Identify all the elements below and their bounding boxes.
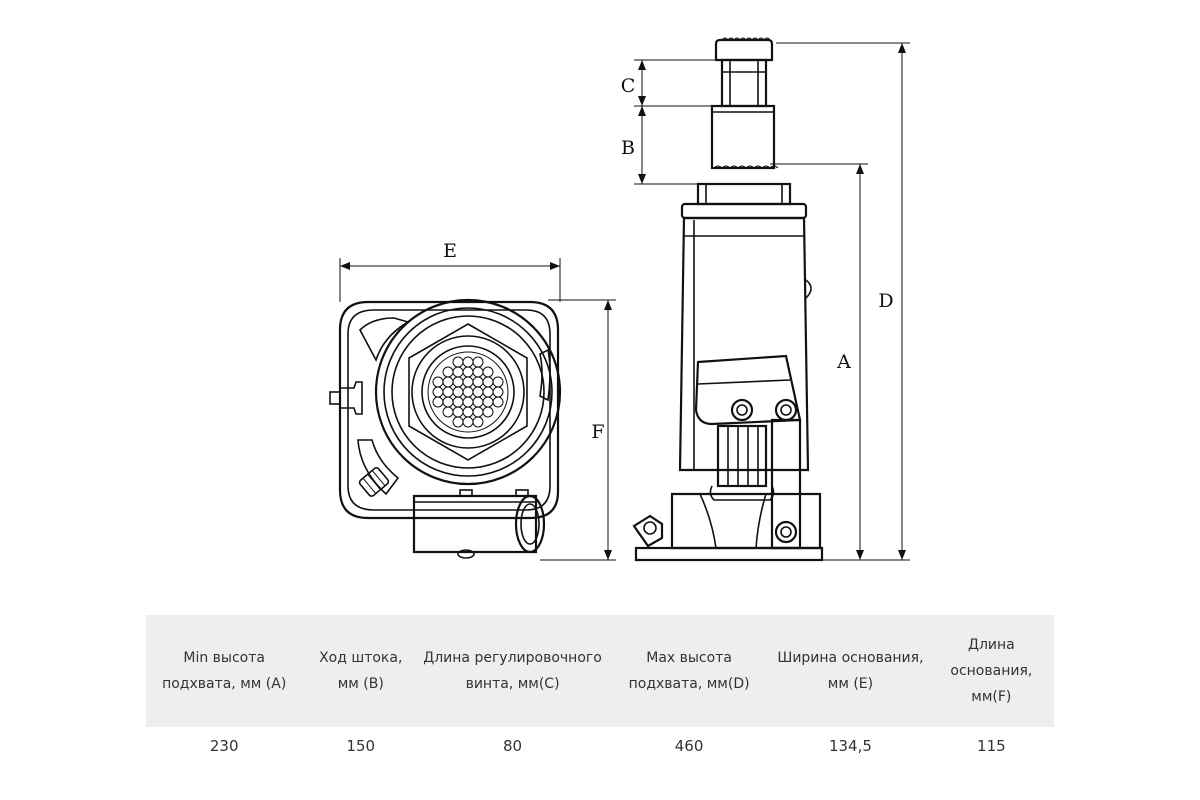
value-min-height: 230 [146, 727, 303, 765]
knurl-dot [442, 366, 454, 378]
knurl-dot [462, 386, 474, 398]
knurl-dot [472, 386, 484, 398]
knurl-dot [462, 356, 474, 368]
knurl-dot [442, 376, 454, 388]
dimension-b: B [621, 106, 716, 185]
knurl-dot [472, 356, 484, 368]
header-min-height: Min высота подхвата, мм (А) [146, 615, 303, 727]
knurl-dot [452, 356, 464, 368]
knurl-dot [432, 396, 444, 408]
knurl-dot [492, 376, 504, 388]
knurl-dot [432, 376, 444, 388]
knurl-dot [442, 396, 454, 408]
knurl-dot [482, 376, 494, 388]
header-screw-length: Длина регулировочного винта, мм(С) [419, 615, 606, 727]
dimension-c: C [621, 59, 716, 107]
knurl-dot [452, 416, 464, 428]
value-base-width: 134,5 [772, 727, 929, 765]
knurl-dot [492, 396, 504, 408]
knurl-dot [472, 396, 484, 408]
hydraulic-jack-drawing: E F [329, 37, 910, 562]
header-stroke: Ход штока, мм (В) [302, 615, 420, 727]
label-c: C [621, 75, 636, 97]
knurl-dot [452, 406, 464, 418]
specs-table: Min высота подхвата, мм (А) Ход штока, м… [146, 615, 1054, 765]
knurl-dot [462, 416, 474, 428]
knurl-dot [442, 386, 454, 398]
knurl-dot [462, 376, 474, 388]
knurl-dot [472, 366, 484, 378]
knurl-dot [452, 396, 464, 408]
value-stroke: 150 [302, 727, 420, 765]
value-max-height: 460 [606, 727, 773, 765]
label-d: D [878, 290, 893, 312]
knurl-dot [472, 376, 484, 388]
header-max-height: Max высота подхвата, мм(D) [606, 615, 773, 727]
knurl-dot [482, 386, 494, 398]
knurl-dot [492, 386, 504, 398]
knurl-dot [452, 366, 464, 378]
header-base-width: Ширина основания, мм (Е) [772, 615, 929, 727]
label-a: A [836, 351, 851, 373]
specs-header-row: Min высота подхвата, мм (А) Ход штока, м… [146, 615, 1054, 727]
dimension-e: E [339, 240, 561, 302]
jack-side-view: C B A D [621, 37, 910, 562]
knurl-dot [432, 386, 444, 398]
knurl-dot [482, 396, 494, 408]
knurl-dot [452, 386, 464, 398]
knurl-dot [462, 406, 474, 418]
knurl-dot [472, 406, 484, 418]
dimension-a: A [770, 163, 868, 560]
value-base-length: 115 [928, 727, 1054, 765]
value-screw-length: 80 [419, 727, 606, 765]
knurl-dot [482, 366, 494, 378]
knurl-dot [462, 366, 474, 378]
label-f: F [591, 421, 604, 443]
knurl-dot [452, 376, 464, 388]
knurl-dot [462, 396, 474, 408]
specs-value-row: 230 150 80 460 134,5 115 [146, 727, 1054, 765]
header-base-length: Длина основания, мм(F) [928, 615, 1054, 727]
jack-top-view: E F [329, 240, 616, 561]
saddle-pattern [427, 351, 509, 433]
knurl-dot [442, 406, 454, 418]
label-b: B [621, 137, 635, 159]
dimension-f: F [540, 299, 616, 561]
label-e: E [443, 240, 457, 262]
dimension-d: D [776, 42, 910, 561]
knurl-dot [472, 416, 484, 428]
knurl-dot [482, 406, 494, 418]
